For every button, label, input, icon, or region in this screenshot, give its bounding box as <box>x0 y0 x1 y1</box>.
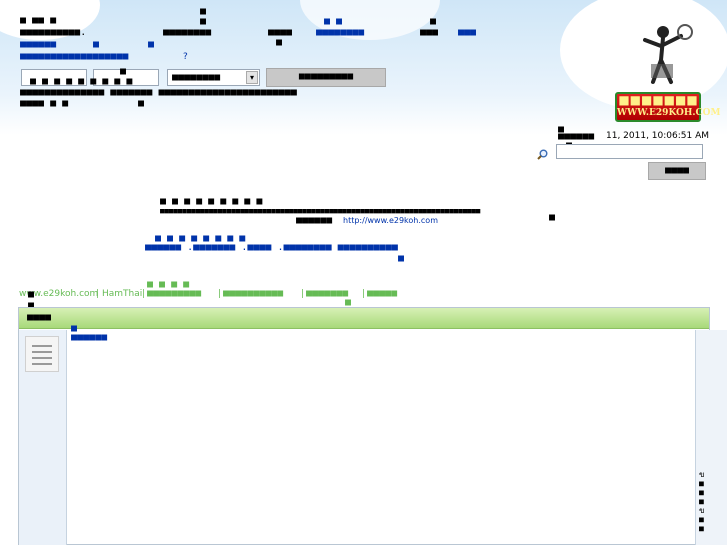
board-left-column <box>19 330 67 545</box>
page-background <box>0 0 727 135</box>
header-line-1: ■ ■■ ■ <box>20 15 57 26</box>
breadcrumb-crumb-4[interactable]: ■■■■■ <box>367 288 398 299</box>
breadcrumb-crumb-1[interactable]: ■■■■■■■■■ <box>147 288 202 299</box>
login-dot: ■ <box>120 66 127 77</box>
header-line-3-link[interactable]: ■■■■■■ <box>20 39 57 50</box>
breadcrumb-dot: ■ <box>28 289 35 300</box>
center-url-link[interactable]: http://www.e29koh.com <box>343 216 438 225</box>
menu-row-1: ■ ■ ■ ■ ■ ■ ■ ■ ■ <box>30 76 133 87</box>
center-links-top: ■ ■ ■ ■ ■ ■ ■ ■ <box>155 233 246 244</box>
password-input[interactable] <box>93 69 159 86</box>
center-dot-end: ■ <box>549 212 556 223</box>
header-line-2-mid: ■■■■■■■■ <box>163 27 212 38</box>
center-links[interactable]: ■■■■■■ .■■■■■■■ .■■■■ .■■■■■■■■ ■■■■■■■■… <box>145 242 398 253</box>
board-table: ■■■■ ■ ■■■■■■ <box>18 307 710 545</box>
site-logo[interactable]: ■■■■■■■ WWW.E29KOH.COM <box>611 20 721 128</box>
header-dot-3: ■ <box>430 16 437 27</box>
breadcrumb-dot-bottom: ■ <box>345 297 352 308</box>
date-dot: ■ <box>558 124 565 135</box>
login-button[interactable]: ■■■■■■■■■ <box>266 68 386 87</box>
breadcrumb-crumb-2[interactable]: ■■■■■■■■■■ <box>223 288 284 299</box>
header-dot-2: ■ <box>200 16 207 27</box>
menu-row-3[interactable]: ■■■■ ■ ■ <box>20 98 69 109</box>
menu-dot: ■ <box>138 98 145 109</box>
dancer-icon <box>643 24 693 84</box>
board-dot: ■ <box>28 300 35 311</box>
header-line-2-blue-link[interactable]: ■■■■■■■■ <box>316 27 365 38</box>
board-header-bar: ■■■■ <box>19 308 709 329</box>
header-line-2-far: ■■■ <box>420 27 439 38</box>
current-date: 11, 2011, 10:06:51 AM <box>606 131 710 141</box>
logo-badge-text: WWW.E29KOH.COM <box>617 108 721 118</box>
header-line-4-link[interactable]: ■■■■■■■■■■■■■■■■■■ <box>20 51 129 62</box>
topic-link[interactable]: ■■■■■■ <box>71 332 108 343</box>
remember-select[interactable]: ■■■■■■■■ ▾ <box>167 69 260 86</box>
search-icon[interactable] <box>537 149 548 160</box>
breadcrumb-sep-3: | <box>218 289 222 299</box>
search-button[interactable]: ■■■■ <box>648 162 706 180</box>
side-panel-text: ข ■ ■ ■ ข ■ ■ <box>699 470 705 533</box>
search-button-label: ■■■■ <box>664 165 690 176</box>
center-dots: ■ ■ ■ ■ ■ ■ ■ ■ ■ <box>160 196 263 207</box>
center-line-1: ■■■■■■■■■■■■■■■■■■■■■■■■■■■■■■■■■■■■■■■■… <box>160 206 481 215</box>
breadcrumb-crumb-3[interactable]: ■■■■■■■ <box>306 288 349 299</box>
header-line-3-link-3[interactable]: ■ <box>148 39 155 50</box>
topic-note-icon <box>25 336 59 372</box>
center-links-bottom: ■ <box>398 253 405 264</box>
header-line-3-link-2[interactable]: ■ <box>93 39 100 50</box>
header-dot-blue: ■ ■ <box>324 16 343 27</box>
chevron-down-icon[interactable]: ▾ <box>246 71 258 84</box>
breadcrumb-sep-2: | <box>142 289 146 299</box>
remember-label: ■■■■■■■■ <box>172 72 221 83</box>
menu-row-2[interactable]: ■■■■■■■■■■■■■■ ■■■■■■■ ■■■■■■■■■■■■■■■■■… <box>20 87 297 98</box>
header-line-2-far-link[interactable]: ■■■ <box>458 27 477 38</box>
username-input[interactable] <box>21 69 87 86</box>
breadcrumb-sep-5: | <box>362 289 366 299</box>
header-line-2-right: ■■■■ <box>268 27 293 38</box>
topic-link-dot: ■ <box>71 323 78 334</box>
board-title: ■■■■ <box>27 312 52 323</box>
login-button-label: ■■■■■■■■■ <box>298 71 354 82</box>
breadcrumb-dots-top: ■ ■ ■ ■ <box>147 279 190 290</box>
date-prefix: ■■■■■■ <box>558 131 595 142</box>
header-line-2: ■■■■■■■■■■. <box>20 27 87 38</box>
breadcrumb-sep-4: | <box>301 289 305 299</box>
help-link[interactable]: ? <box>183 52 188 62</box>
breadcrumb-site-link[interactable]: www.e29koh.com <box>19 289 99 299</box>
center-line-2-prefix: ■■■■■■ <box>296 215 333 226</box>
breadcrumb-hamthai-link[interactable]: HamThai <box>102 289 143 299</box>
header-dot: ■ <box>200 6 207 17</box>
search-input[interactable] <box>556 144 703 159</box>
logo-badge: ■■■■■■■ WWW.E29KOH.COM <box>615 92 721 122</box>
breadcrumb-sep-1: | <box>96 289 100 299</box>
side-panel: ข ■ ■ ■ ข ■ ■ <box>695 330 727 545</box>
header-line-3-mid: ■ <box>276 37 283 48</box>
